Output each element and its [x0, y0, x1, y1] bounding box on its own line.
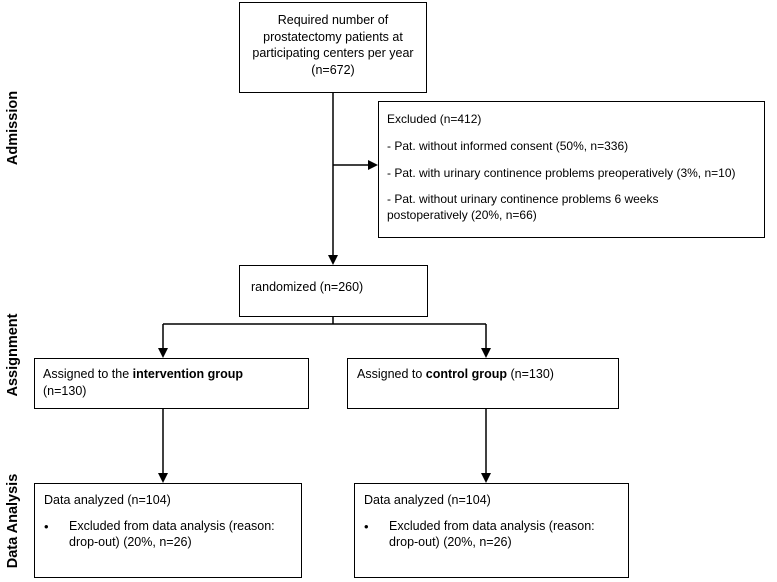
data-analysis-control-exclusion: • Excluded from data analysis (reason: d…: [364, 518, 628, 551]
bullet-icon: •: [364, 518, 369, 534]
data-analysis-intervention-title: Data analyzed (n=104): [44, 493, 171, 507]
intervention-group-label: Assigned to the intervention group: [43, 366, 308, 383]
intervention-group-prefix: Assigned to the: [43, 367, 133, 381]
control-group-name: control group: [425, 367, 508, 381]
control-group-prefix: Assigned to: [357, 367, 426, 381]
data-analysis-intervention-box: Data analyzed (n=104) • Excluded from da…: [34, 483, 302, 578]
control-group-label: Assigned to control group (n=130): [357, 366, 618, 383]
randomized-box: randomized (n=260): [239, 265, 428, 317]
data-analysis-control-exclusion-line2: drop-out) (20%, n=26): [389, 535, 512, 549]
required-patients-line2: prostatectomy patients at: [263, 29, 403, 44]
required-patients-box: Required number of prostatectomy patient…: [239, 2, 427, 93]
excluded-item-no-postop-problems-line1: - Pat. without urinary continence proble…: [387, 192, 659, 207]
required-patients-line1: Required number of: [277, 13, 389, 27]
arrowhead-analysis-left: [158, 473, 168, 483]
excluded-title: Excluded (n=412): [387, 112, 482, 126]
data-analysis-intervention-exclusion-line1: Excluded from data analysis (reason:: [69, 518, 275, 533]
excluded-item-no-postop-problems-line2: postoperatively (20%, n=66): [387, 208, 537, 223]
required-patients-line3: participating centers per year: [252, 46, 414, 60]
arrowhead-analysis-right: [481, 473, 491, 483]
arrowhead-intervention: [158, 348, 168, 358]
control-group-box: Assigned to control group (n=130): [347, 358, 619, 409]
excluded-box: Excluded (n=412) - Pat. without informed…: [378, 101, 765, 238]
data-analysis-control-box: Data analyzed (n=104) • Excluded from da…: [354, 483, 629, 578]
arrowhead-control: [481, 348, 491, 358]
data-analysis-intervention-exclusion-line2: drop-out) (20%, n=26): [69, 535, 192, 549]
intervention-group-box: Assigned to the intervention group (n=13…: [34, 358, 309, 409]
arrowhead-randomized: [328, 255, 338, 265]
arrowhead-excluded: [368, 160, 378, 170]
data-analysis-control-exclusion-line1: Excluded from data analysis (reason:: [389, 518, 595, 533]
excluded-item-preop-problems: - Pat. with urinary continence problems …: [387, 165, 736, 180]
bullet-icon: •: [44, 518, 49, 534]
control-group-count: (n=130): [507, 367, 554, 381]
data-analysis-intervention-exclusion: • Excluded from data analysis (reason: d…: [44, 518, 301, 551]
randomized-text: randomized (n=260): [251, 280, 364, 294]
data-analysis-control-title: Data analyzed (n=104): [364, 493, 491, 507]
intervention-group-name: intervention group: [132, 367, 244, 381]
intervention-group-count: (n=130): [43, 383, 87, 398]
excluded-item-no-consent: - Pat. without informed consent (50%, n=…: [387, 138, 629, 153]
required-patients-count: (n=672): [311, 62, 355, 77]
